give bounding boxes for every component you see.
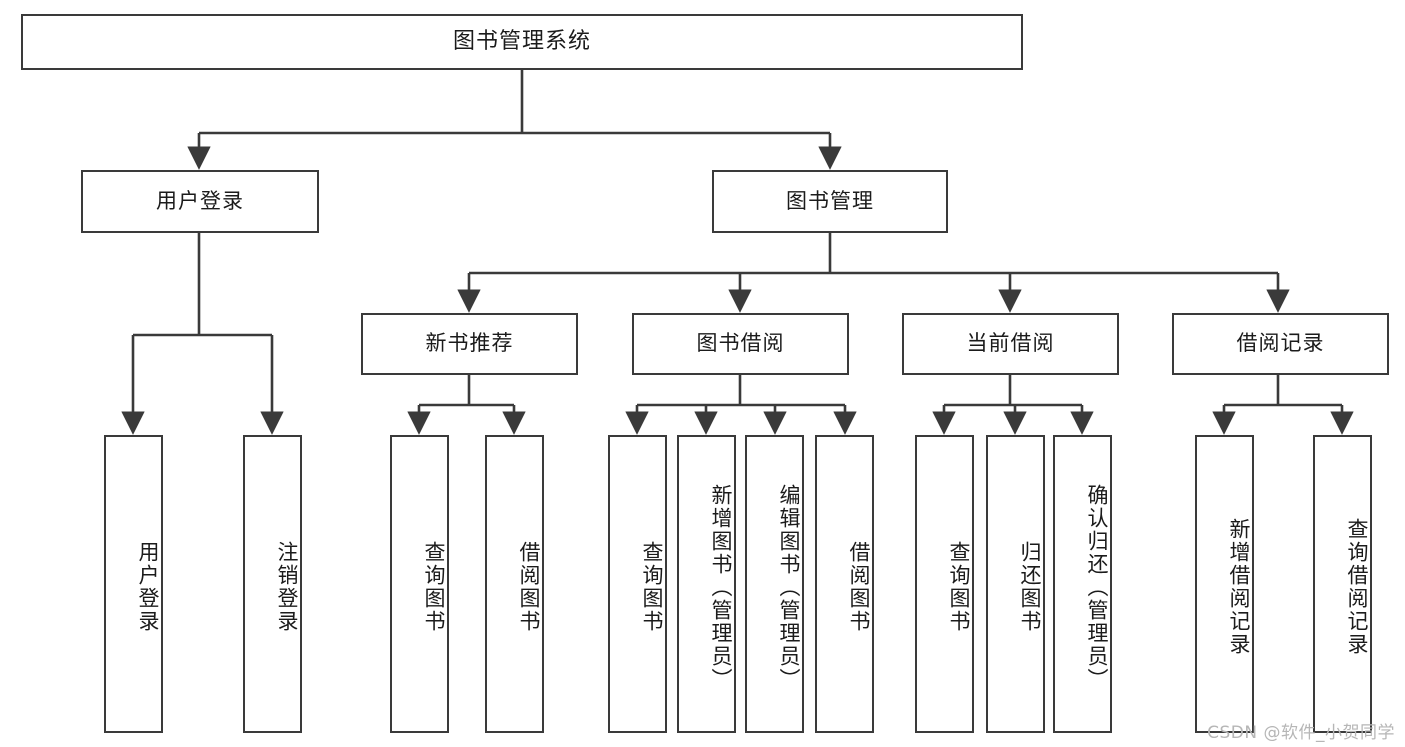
node-leaf-query-record-label: 查询借阅记录 <box>1345 518 1369 656</box>
node-root-system[interactable]: 图书管理系统 <box>21 14 1023 70</box>
node-leaf-query-book-2[interactable]: 查询图书 <box>608 435 667 733</box>
node-leaf-add-record-label: 新增借阅记录 <box>1227 518 1251 656</box>
node-leaf-add-record[interactable]: 新增借阅记录 <box>1195 435 1254 733</box>
node-user-login[interactable]: 用户登录 <box>81 170 319 233</box>
node-leaf-query-record[interactable]: 查询借阅记录 <box>1313 435 1372 733</box>
watermark-text: CSDN @软件_小贺同学 <box>1207 723 1395 743</box>
node-leaf-edit-book-label: 编辑图书（管理员） <box>777 483 801 691</box>
node-leaf-borrow-book-1-label: 借阅图书 <box>517 541 541 633</box>
node-leaf-confirm-return-label: 确认归还（管理员） <box>1085 483 1109 691</box>
node-leaf-logout-label: 注销登录 <box>275 541 299 633</box>
node-leaf-borrow-book-2-label: 借阅图书 <box>847 541 871 633</box>
node-leaf-logout[interactable]: 注销登录 <box>243 435 302 733</box>
node-leaf-add-book-label: 新增图书（管理员） <box>709 483 733 691</box>
node-leaf-return-book-label: 归还图书 <box>1018 541 1042 633</box>
node-leaf-borrow-book-1[interactable]: 借阅图书 <box>485 435 544 733</box>
node-leaf-borrow-book-2[interactable]: 借阅图书 <box>815 435 874 733</box>
node-borrow-record[interactable]: 借阅记录 <box>1172 313 1389 375</box>
node-leaf-query-book-1[interactable]: 查询图书 <box>390 435 449 733</box>
node-leaf-confirm-return[interactable]: 确认归还（管理员） <box>1053 435 1112 733</box>
node-leaf-return-book[interactable]: 归还图书 <box>986 435 1045 733</box>
node-leaf-edit-book[interactable]: 编辑图书（管理员） <box>745 435 804 733</box>
node-leaf-query-book-3[interactable]: 查询图书 <box>915 435 974 733</box>
node-new-book-recommend[interactable]: 新书推荐 <box>361 313 578 375</box>
node-book-borrow[interactable]: 图书借阅 <box>632 313 849 375</box>
node-leaf-query-book-3-label: 查询图书 <box>947 541 971 633</box>
node-leaf-login-label: 用户登录 <box>136 541 160 633</box>
node-current-borrow[interactable]: 当前借阅 <box>902 313 1119 375</box>
node-leaf-add-book[interactable]: 新增图书（管理员） <box>677 435 736 733</box>
node-book-management[interactable]: 图书管理 <box>712 170 948 233</box>
node-leaf-query-book-2-label: 查询图书 <box>640 541 664 633</box>
node-leaf-login[interactable]: 用户登录 <box>104 435 163 733</box>
node-leaf-query-book-1-label: 查询图书 <box>422 541 446 633</box>
